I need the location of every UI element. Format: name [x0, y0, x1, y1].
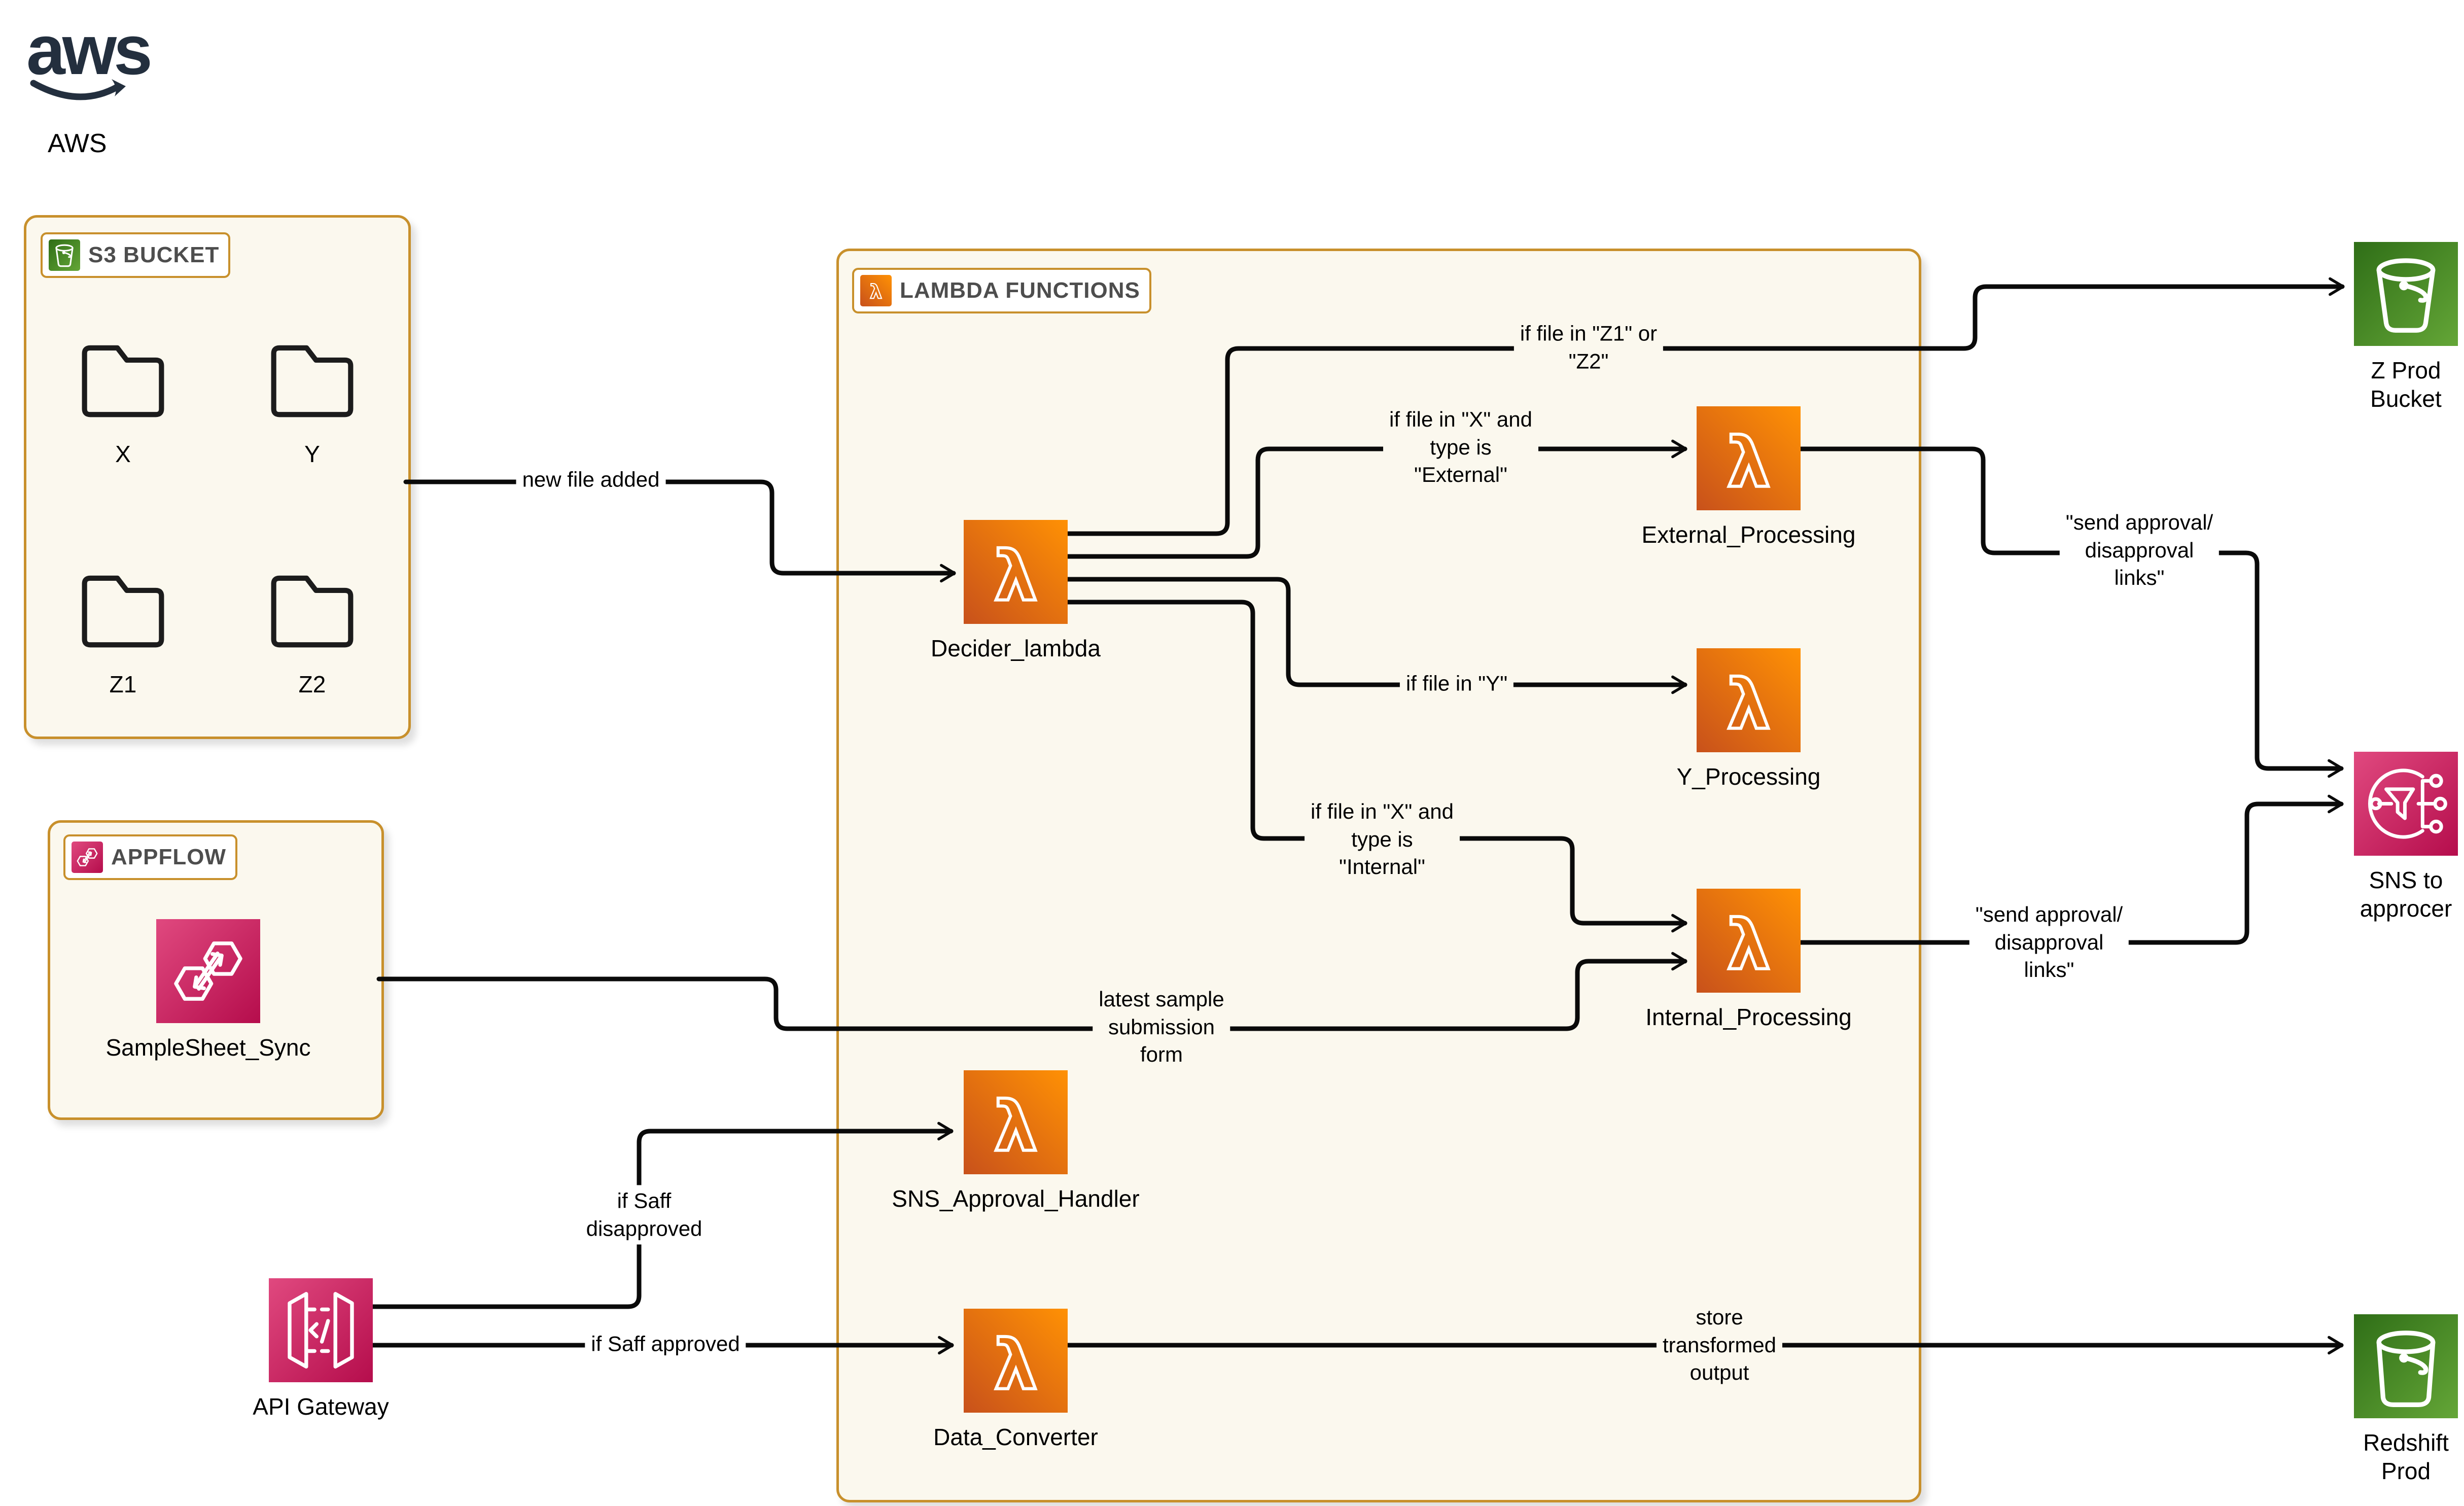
svg-text:λ: λ [1727, 905, 1771, 985]
folder-label: Y [304, 441, 320, 467]
node-internal-processing: λ Internal_Processing [1645, 889, 1852, 1030]
svg-text:λ: λ [1727, 664, 1771, 745]
lambda-icon: λ [964, 1309, 1068, 1413]
lambda-group-badge: λ LAMBDA FUNCTIONS [852, 268, 1151, 313]
node-label: Y_Processing [1676, 763, 1821, 790]
folder-z2: Z2 [265, 564, 359, 697]
node-external-processing: λ External_Processing [1642, 406, 1855, 548]
node-z-prod-bucket: Z Prod Bucket [2354, 242, 2458, 412]
node-label: Redshift Prod [2363, 1429, 2449, 1485]
edge-label-route-z: if file in "Z1" or "Z2" [1513, 318, 1664, 377]
aws-logo: aws AWS [26, 11, 153, 159]
edge-label-saff-approved: if Saff approved [585, 1328, 746, 1360]
appflow-group-badge: APPFLOW [63, 834, 237, 880]
edge-label-approval-links-top: "send approval/ disapproval links" [2059, 507, 2220, 594]
api-gateway-icon [269, 1278, 373, 1382]
node-decider-lambda: λ Decider_lambda [931, 520, 1101, 661]
node-label: Z Prod Bucket [2370, 357, 2442, 412]
folder-y: Y [265, 334, 359, 467]
lambda-icon: λ [964, 520, 1068, 624]
appflow-icon [156, 919, 260, 1023]
node-data-converter: λ Data_Converter [933, 1309, 1098, 1450]
edge-internal-to-sns [1798, 794, 2344, 945]
edge-appflow-to-internal [376, 952, 1687, 1031]
aws-wordmark: aws [26, 11, 153, 89]
node-label: SampleSheet_Sync [105, 1034, 311, 1061]
s3-bucket-group [24, 215, 411, 739]
svg-text:λ: λ [994, 536, 1038, 616]
node-label: SNS to approcer [2360, 867, 2452, 922]
edge-external-to-sns [1798, 446, 2344, 778]
folder-icon [271, 575, 354, 648]
edge-label-approval-links-bottom: "send approval/ disapproval links" [1969, 899, 2129, 986]
s3-bucket-icon [49, 239, 80, 271]
folder-x: X [76, 334, 170, 467]
svg-text:λ: λ [994, 1087, 1038, 1167]
folder-icon [271, 345, 354, 417]
node-y-processing: λ Y_Processing [1677, 648, 1820, 790]
node-samplesheet-sync: SampleSheet_Sync [105, 919, 311, 1061]
lambda-group-badge-label: LAMBDA FUNCTIONS [900, 278, 1140, 303]
sns-icon [2354, 752, 2458, 856]
folder-z1: Z1 [76, 564, 170, 697]
node-sns-to-approcer: SNS to approcer [2354, 752, 2458, 922]
lambda-icon: λ [1697, 406, 1801, 510]
edge-decider-to-external [1065, 439, 1687, 559]
node-label: SNS_Approval_Handler [892, 1185, 1140, 1212]
lambda-icon: λ [1697, 648, 1801, 752]
node-label: Decider_lambda [931, 635, 1101, 661]
svg-text:λ: λ [1727, 423, 1771, 503]
edge-s3-to-decider [403, 479, 956, 583]
appflow-group-badge-label: APPFLOW [111, 845, 226, 869]
folder-icon [82, 575, 164, 648]
aws-smile-icon [30, 79, 126, 100]
aws-label: AWS [48, 129, 107, 158]
redshift-bucket-icon [2354, 1314, 2458, 1418]
edge-label-route-internal: if file in "X" and type is "Internal" [1305, 796, 1460, 883]
node-sns-approval-handler: λ SNS_Approval_Handler [892, 1070, 1140, 1212]
s3-bucket-icon [2354, 242, 2458, 346]
node-redshift-prod: Redshift Prod [2354, 1314, 2458, 1484]
lambda-icon: λ [964, 1070, 1068, 1174]
lambda-icon: λ [860, 275, 892, 306]
edge-decider-to-y [1065, 577, 1687, 694]
folder-label: Z1 [109, 671, 137, 697]
lambda-icon: λ [1697, 889, 1801, 993]
folder-icon [82, 345, 164, 417]
node-label: API Gateway [253, 1393, 389, 1420]
node-label: Data_Converter [933, 1424, 1098, 1450]
svg-text:λ: λ [870, 281, 882, 303]
edge-label-sample-form: latest sample submission form [1093, 984, 1230, 1071]
svg-text:λ: λ [994, 1325, 1038, 1405]
appflow-icon [72, 842, 103, 873]
s3-group-badge: S3 BUCKET [41, 232, 231, 278]
edge-label-store-output: store transformed output [1656, 1302, 1783, 1389]
node-label: Internal_Processing [1645, 1004, 1852, 1030]
edge-label-route-y: if file in "Y" [1399, 668, 1514, 700]
s3-group-badge-label: S3 BUCKET [88, 242, 220, 267]
node-api-gateway: API Gateway [253, 1278, 389, 1420]
edge-label-route-external: if file in "X" and type is "External" [1383, 404, 1538, 491]
folder-label: Z2 [298, 671, 326, 697]
edge-label-saff-disapproved: if Saff disapproved [580, 1185, 709, 1245]
node-label: External_Processing [1641, 521, 1856, 548]
edge-label-new-file: new file added [516, 464, 666, 496]
folder-label: X [115, 441, 131, 467]
